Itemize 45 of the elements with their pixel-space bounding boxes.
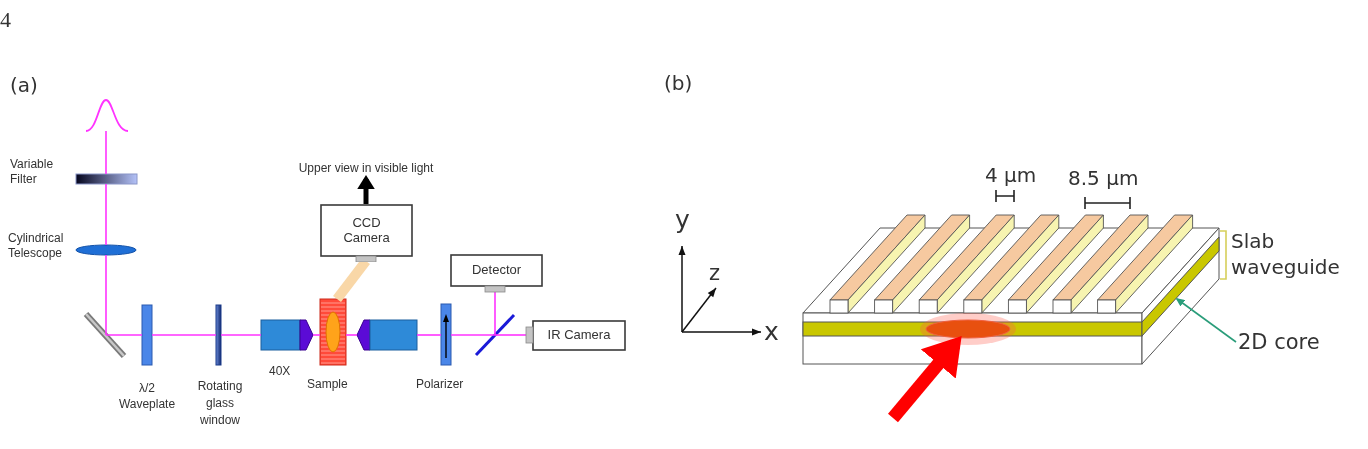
cylindrical-lens — [75, 244, 137, 256]
telescope-label: Cylindrical Telescope — [8, 231, 65, 261]
beam-line — [494, 334, 527, 336]
sample — [319, 298, 347, 366]
dimension-label: 8.5 µm — [1068, 166, 1139, 190]
panel-label: (b) — [664, 71, 693, 95]
waveplate-label: λ/2 Waveplate — [117, 380, 177, 412]
axis-label: z — [709, 261, 721, 287]
beam-line — [105, 130, 107, 175]
waveplate — [141, 304, 153, 366]
beam-line — [494, 291, 496, 336]
arrow — [359, 175, 373, 204]
beam-line — [151, 334, 217, 336]
beam-line — [105, 334, 143, 336]
dimension-label: 4 µm — [985, 163, 1037, 187]
polarizer — [440, 303, 452, 366]
beam-line — [105, 254, 107, 336]
arrow — [888, 336, 962, 423]
glass-window — [215, 304, 222, 366]
axis-label: x — [764, 317, 779, 347]
axis-label: y — [675, 205, 690, 235]
sample-label: Sample — [307, 377, 348, 392]
polarizer-label: Polarizer — [416, 377, 464, 392]
beam-line — [105, 183, 107, 246]
variable-filter — [75, 173, 138, 185]
layer-label: Slab waveguide — [1231, 228, 1341, 280]
microscope-objective — [260, 319, 314, 351]
microscope-objective — [356, 319, 418, 351]
window-label: Rotating glass window — [196, 378, 244, 429]
light-spot — [920, 313, 1016, 345]
beam-line — [345, 334, 358, 336]
beam-line — [450, 334, 496, 336]
beam-line — [220, 334, 262, 336]
pulse-curve — [85, 99, 129, 132]
leader-line — [1175, 298, 1237, 343]
core-label: 2D core — [1238, 330, 1320, 356]
page-number: 4 — [0, 7, 11, 34]
panel-label: (a) — [10, 73, 38, 97]
magnification-label: 40X — [269, 364, 291, 379]
beam-line — [416, 334, 442, 336]
beam-splitter — [474, 313, 516, 357]
beam-line — [312, 334, 321, 336]
filter-label: Variable Filter — [10, 157, 55, 187]
annotation-text: Upper view in visible light — [298, 161, 434, 179]
mirror — [83, 312, 127, 358]
